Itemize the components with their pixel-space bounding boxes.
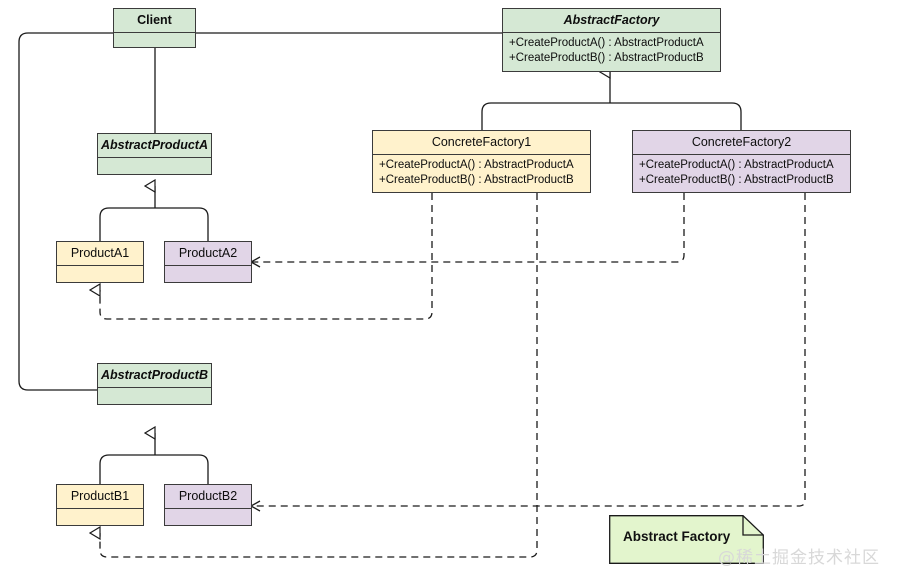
class-separator xyxy=(165,507,251,509)
class-box-producta1[interactable]: ProductA1 xyxy=(56,241,144,283)
class-separator xyxy=(503,31,720,33)
gen-productb2-branch xyxy=(155,454,209,484)
assoc-client-abstractproductb xyxy=(18,32,113,391)
class-members-producta2 xyxy=(165,266,251,283)
class-member: +CreateProductB() : AbstractProductB xyxy=(639,173,834,186)
class-separator xyxy=(633,153,850,155)
gen-productb1-branch xyxy=(99,454,155,484)
dep-concretefactory2-producta2 xyxy=(249,193,685,268)
class-members-abstractproductb xyxy=(98,388,211,405)
class-box-concretefactory1[interactable]: ConcreteFactory1 +CreateProductA() : Abs… xyxy=(372,130,591,193)
dep-concretefactory1-producta1 xyxy=(100,193,433,320)
class-box-productb1[interactable]: ProductB1 xyxy=(56,484,144,526)
class-member: +CreateProductA() : AbstractProductA xyxy=(379,158,574,171)
class-box-concretefactory2[interactable]: ConcreteFactory2 +CreateProductA() : Abs… xyxy=(632,130,851,193)
note-label: Abstract Factory xyxy=(623,529,731,544)
class-box-productb2[interactable]: ProductB2 xyxy=(164,484,252,526)
class-members-abstractfactory: +CreateProductA() : AbstractProductA +Cr… xyxy=(503,33,720,72)
class-members-producta1 xyxy=(57,266,143,283)
class-separator xyxy=(98,156,211,158)
class-separator xyxy=(114,31,195,33)
class-title-producta2: ProductA2 xyxy=(178,246,238,260)
class-box-producta2[interactable]: ProductA2 xyxy=(164,241,252,283)
class-separator xyxy=(373,153,590,155)
class-title-abstractproductb: AbstractProductB xyxy=(101,368,208,382)
class-title-abstractfactory: AbstractFactory xyxy=(563,13,660,27)
class-title-abstractproducta: AbstractProductA xyxy=(101,138,208,152)
dep-concretefactory2-productb2 xyxy=(249,193,806,512)
class-box-abstractproducta[interactable]: AbstractProductA xyxy=(97,133,212,175)
class-member: +CreateProductB() : AbstractProductB xyxy=(379,173,574,186)
class-members-productb2 xyxy=(165,509,251,526)
class-separator xyxy=(57,264,143,266)
gen-producta1-branch xyxy=(99,207,155,241)
class-members-concretefactory2: +CreateProductA() : AbstractProductA +Cr… xyxy=(633,155,850,193)
class-members-productb1 xyxy=(57,509,143,526)
gen-concretefactory1-branch xyxy=(481,102,610,130)
class-member: +CreateProductA() : AbstractProductA xyxy=(509,36,704,49)
class-members-concretefactory1: +CreateProductA() : AbstractProductA +Cr… xyxy=(373,155,590,193)
class-title-client: Client xyxy=(137,13,172,27)
class-separator xyxy=(57,507,143,509)
note-shape xyxy=(609,515,764,564)
class-title-producta1: ProductA1 xyxy=(70,246,130,260)
gen-producta2-branch xyxy=(155,207,209,241)
class-members-abstractproducta xyxy=(98,158,211,175)
watermark-label: @稀土掘金技术社区 xyxy=(718,548,880,568)
dep-concretefactory1-productb1 xyxy=(100,193,538,558)
class-member: +CreateProductB() : AbstractProductB xyxy=(509,51,704,64)
class-separator xyxy=(98,386,211,388)
class-title-productb1: ProductB1 xyxy=(70,489,130,503)
class-title-concretefactory2: ConcreteFactory2 xyxy=(691,135,792,149)
class-box-abstractproductb[interactable]: AbstractProductB xyxy=(97,363,212,405)
note-abstract-factory[interactable]: Abstract Factory xyxy=(609,515,764,564)
class-members-client xyxy=(114,33,195,48)
class-box-abstractfactory[interactable]: AbstractFactory +CreateProductA() : Abst… xyxy=(502,8,721,72)
class-title-productb2: ProductB2 xyxy=(178,489,238,503)
class-member: +CreateProductA() : AbstractProductA xyxy=(639,158,834,171)
class-box-client[interactable]: Client xyxy=(113,8,196,48)
class-separator xyxy=(165,264,251,266)
gen-concretefactory2-branch xyxy=(610,102,742,130)
class-title-concretefactory1: ConcreteFactory1 xyxy=(431,135,532,149)
